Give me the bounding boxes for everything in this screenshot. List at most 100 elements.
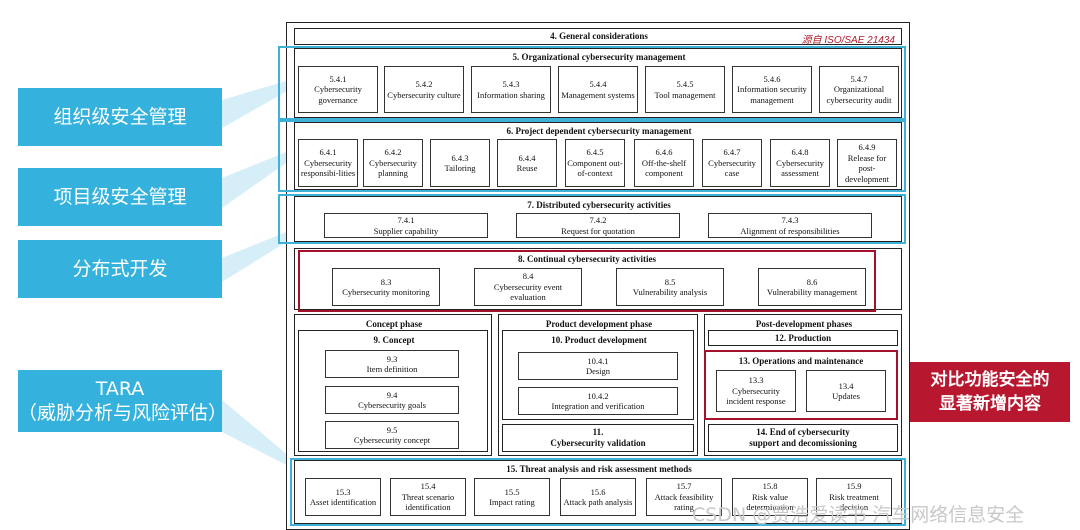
project-item-label: Cybersecurity planning [369, 157, 417, 179]
org-item-id: 5.4.6 [763, 73, 781, 84]
org-item-label: Cybersecurity governance [314, 84, 362, 105]
tara-item-label: Attack feasibility rating [654, 491, 714, 513]
post-item-id: 13.3 [748, 375, 764, 386]
post-item-id: 13.4 [838, 380, 854, 391]
org-item-id: 5.4.2 [415, 79, 433, 89]
distributed-highlight [278, 194, 906, 244]
distributed-connector [222, 228, 296, 282]
org-connector [222, 78, 296, 128]
project-item-label: Reuse [516, 163, 538, 173]
product-item-label: Design [585, 366, 611, 376]
concept-item-label: Cybersecurity concept [353, 435, 431, 445]
end-of-support-box: 14. End of cybersecurity support and dec… [708, 424, 898, 452]
tara-item-label: Threat scenario identification [401, 491, 455, 513]
tara-item-id: 15.8 [762, 481, 778, 492]
operations-box: 13. Operations and maintenance [704, 350, 898, 420]
tara-item-id: 15.5 [504, 486, 520, 497]
continual-item-id: 8.6 [806, 276, 818, 287]
org-item-label: Organizational cybersecurity audit [826, 84, 892, 105]
org-item-label: Management systems [561, 89, 635, 100]
org-item-label: Cybersecurity culture [387, 89, 461, 100]
project-item-label: Release for post-development [845, 152, 889, 184]
validation-box: 11. Cybersecurity validation [502, 424, 694, 452]
project-item-label: Component out-of-context [567, 157, 623, 179]
project-item-id: 6.4.1 [319, 147, 337, 158]
continual-title: 8. Continual cybersecurity activities [518, 254, 656, 264]
project-callout: 项目级安全管理 [18, 168, 222, 226]
project-item-id: 6.4.4 [518, 152, 536, 163]
continual-highlight: 8. Continual cybersecurity activities [298, 250, 876, 312]
project-title: 6. Project dependent cybersecurity manag… [506, 126, 692, 136]
tara-item-id: 15.3 [335, 486, 351, 497]
tara-item-id: 15.4 [420, 481, 436, 492]
distributed-callout: 分布式开发 [18, 240, 222, 298]
project-item-id: 6.4.5 [586, 147, 604, 158]
operations-title: 13. Operations and maintenance [738, 356, 864, 366]
validation-id: 11. [592, 427, 604, 437]
distributed-item-label: Request for quotation [561, 225, 635, 236]
concept-item-id: 9.3 [386, 353, 398, 364]
tara-item-label: Asset identification [309, 497, 377, 507]
product-item-id: 10.4.1 [587, 355, 609, 366]
end-of-support-label: support and decomissioning [749, 438, 857, 448]
concept-item-label: Item definition [366, 364, 418, 374]
org-item-id: 5.4.7 [850, 73, 868, 84]
project-item-label: Cybersecurity case [708, 157, 756, 179]
continual-item-label: Cybersecurity event evaluation [493, 281, 563, 303]
distributed-item-id: 7.4.1 [397, 215, 415, 225]
watermark: CSDN @贾浩爱读书 汽车网络信息安全 [692, 504, 1025, 526]
org-callout: 组织级安全管理 [18, 88, 222, 146]
new-content-line2: 显著新增内容 [939, 394, 1041, 414]
project-item-id: 6.4.7 [723, 147, 741, 158]
org-item-label: Tool management [654, 89, 716, 100]
tara-item-id: 15.9 [846, 481, 862, 492]
post-phase-title: Post-development phases [755, 319, 853, 329]
org-item-id: 5.4.4 [589, 79, 607, 89]
project-item-id: 6.4.6 [655, 147, 673, 158]
post-item-label: Updates [832, 391, 860, 401]
tara-item-label: Risk value determination [746, 491, 794, 513]
distributed-item-label: Supplier capability [373, 225, 439, 236]
source-note: 源自 ISO/SAE 21434 [801, 35, 895, 46]
distributed-title: 7. Distributed cybersecurity activities [527, 200, 671, 210]
org-item-id: 5.4.5 [676, 79, 694, 89]
tara-callout-line2: （威胁分析与风险评估） [18, 402, 228, 424]
validation-label: Cybersecurity validation [550, 438, 646, 448]
production-box: 12. Production [708, 330, 898, 346]
tara-highlight [290, 458, 906, 526]
tara-title: 15. Threat analysis and risk assessment … [506, 464, 692, 474]
product-dev-title: 10. Product development [551, 335, 647, 345]
concept-item-id: 9.5 [386, 424, 398, 435]
org-item-id: 5.4.3 [502, 79, 520, 89]
org-item-label: Information security management [737, 84, 807, 105]
org-title: 5. Organizational cybersecurity manageme… [512, 52, 686, 62]
project-connector [222, 148, 296, 208]
continual-item-label: Vulnerability management [766, 287, 858, 297]
distributed-item-label: Alignment of responsibilities [740, 225, 840, 236]
tara-callout: TARA （威胁分析与风险评估） [18, 370, 228, 432]
